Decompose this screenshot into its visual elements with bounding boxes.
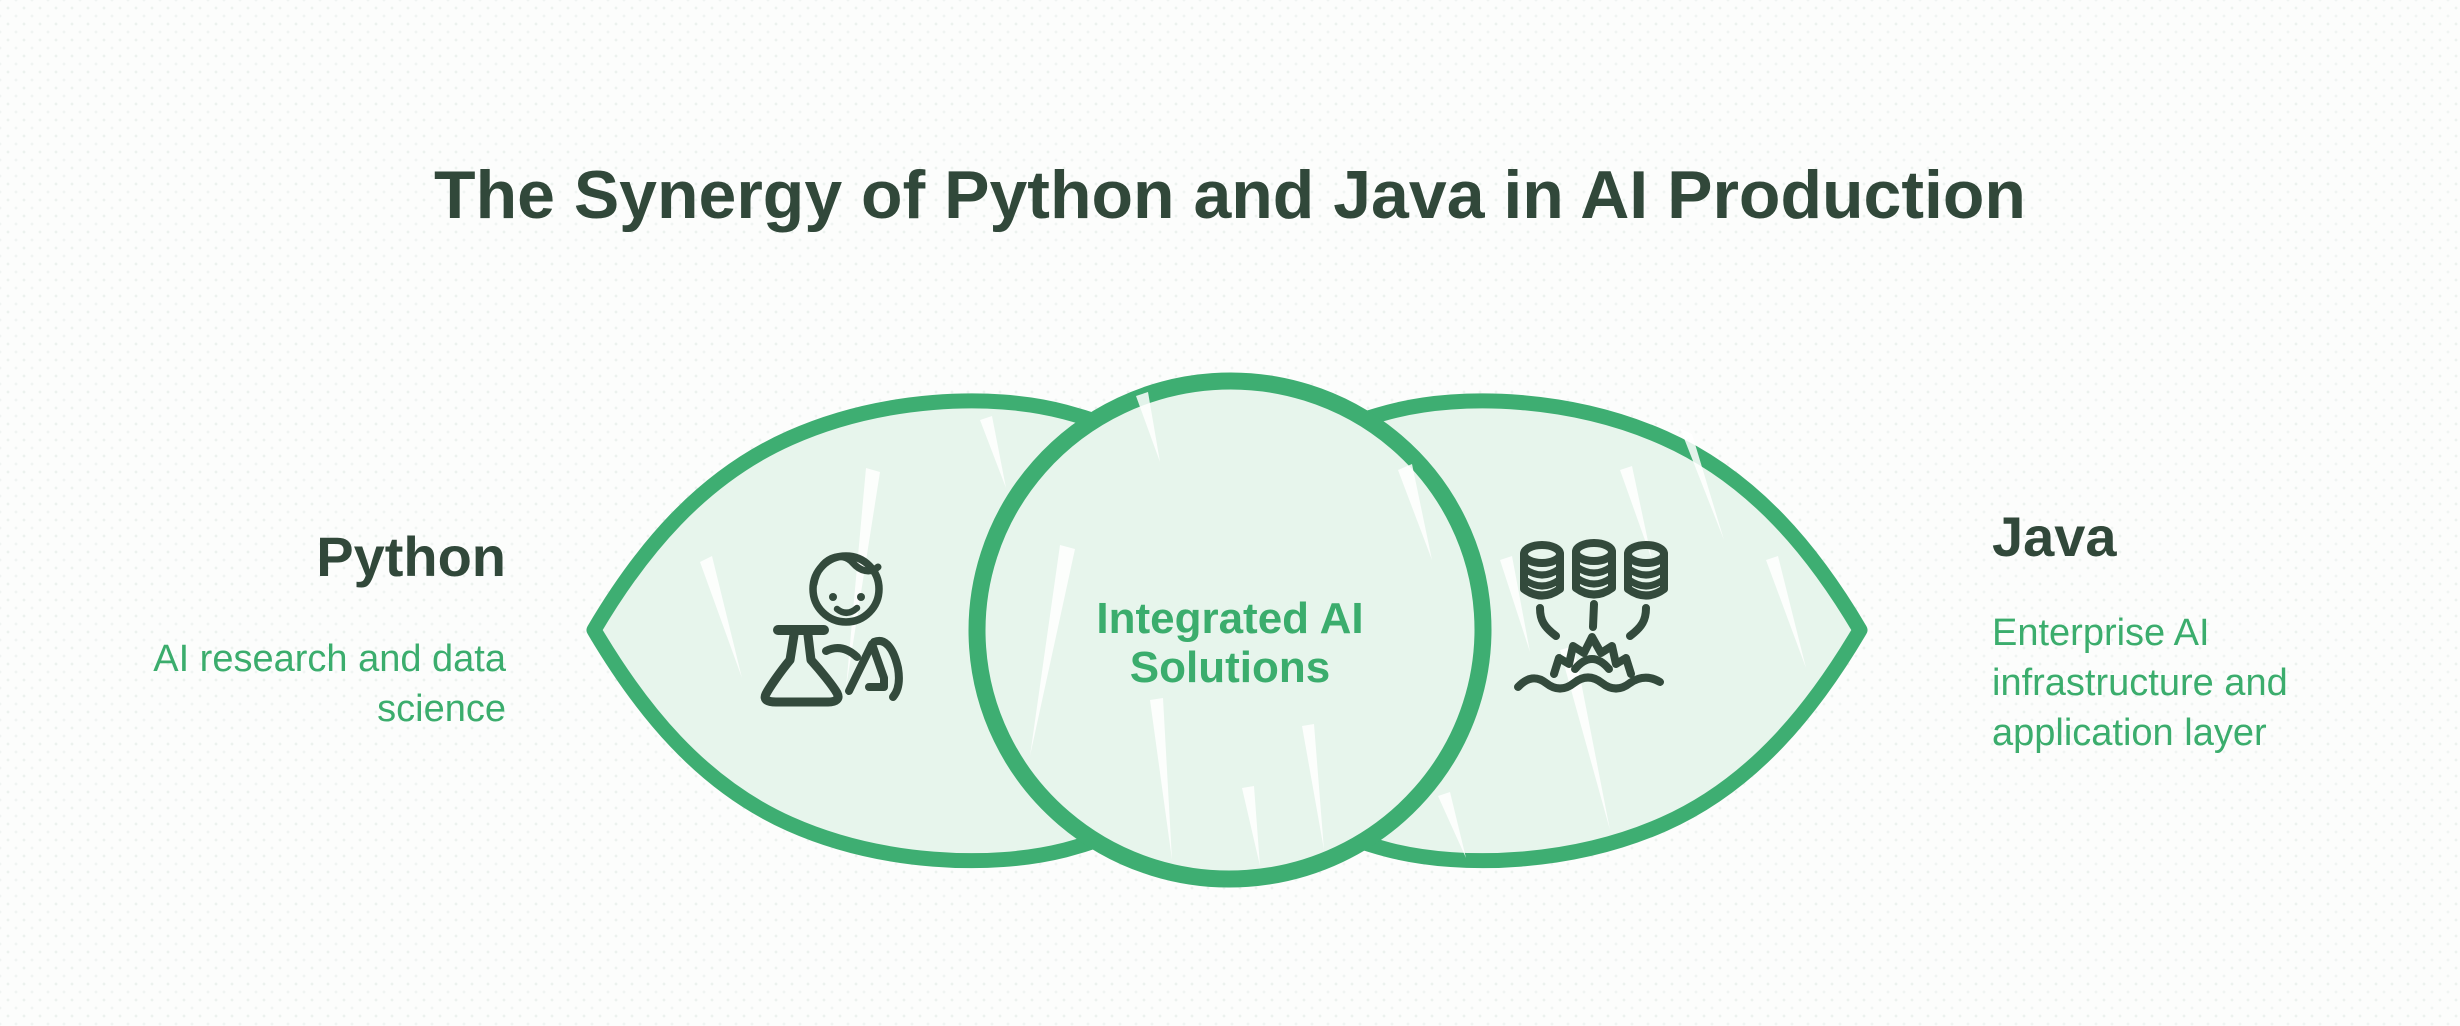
arm-curve [822, 644, 861, 661]
texture-streak [1766, 556, 1806, 668]
left-eye-dot [829, 593, 837, 601]
smile-curve [833, 604, 861, 616]
java-description: Enterprise AI infrastructure and applica… [1992, 611, 2288, 754]
connector-line-left [1536, 604, 1560, 640]
texture-streak [1150, 698, 1172, 860]
texture-streak [1620, 466, 1652, 560]
database-body [1520, 550, 1564, 600]
wave-line [1514, 673, 1664, 693]
texture-streak [1560, 646, 1610, 830]
gear-inner-arc [1571, 655, 1613, 673]
database-ring [1573, 574, 1615, 588]
texture-streak [1500, 556, 1530, 652]
texture-streak [700, 556, 742, 678]
texture-streak [1302, 724, 1324, 850]
java-label: Java [1992, 505, 2117, 568]
python-description: AI research and data science [153, 637, 506, 730]
gear-teeth [1550, 633, 1635, 678]
database-body [1624, 550, 1668, 600]
page-title: The Synergy of Python and Java in AI Pro… [434, 157, 2026, 233]
center-circle-outline [968, 372, 1492, 888]
leaf-texture-streaks [700, 416, 1806, 858]
connector-line-middle [1589, 600, 1598, 631]
right-eye-dot [857, 593, 865, 601]
texture-streak [1438, 792, 1466, 858]
center-overlap-label: Integrated AI Solutions [1096, 594, 1364, 693]
texture-streak [980, 416, 1006, 488]
databases-gear-icon [1514, 539, 1668, 693]
database-ring [1521, 576, 1563, 590]
texture-streak [1242, 786, 1260, 866]
hair-swoosh [810, 553, 882, 588]
connector-line-right [1626, 604, 1650, 640]
database-body [1572, 548, 1616, 599]
java-label-block: Java Enterprise AI infrastructure and ap… [1992, 506, 2340, 758]
python-label: Python [316, 525, 506, 588]
texture-streak [1136, 392, 1160, 462]
texture-streak [1398, 464, 1432, 560]
circle-texture-streaks [1030, 392, 1432, 866]
texture-streak [846, 468, 880, 688]
flask-body [760, 630, 843, 707]
texture-streak [1680, 428, 1724, 540]
arm-outer-curve [870, 636, 903, 701]
scientist-flask-icon [760, 552, 903, 707]
texture-streak [1030, 545, 1075, 756]
database-ring [1625, 565, 1667, 579]
database-ring [1625, 576, 1667, 590]
python-label-block: Python AI research and data science [96, 526, 506, 734]
database-ring [1573, 563, 1615, 577]
database-ring [1521, 565, 1563, 579]
arm-bend [845, 640, 888, 695]
center-circle-shape [968, 372, 1492, 888]
